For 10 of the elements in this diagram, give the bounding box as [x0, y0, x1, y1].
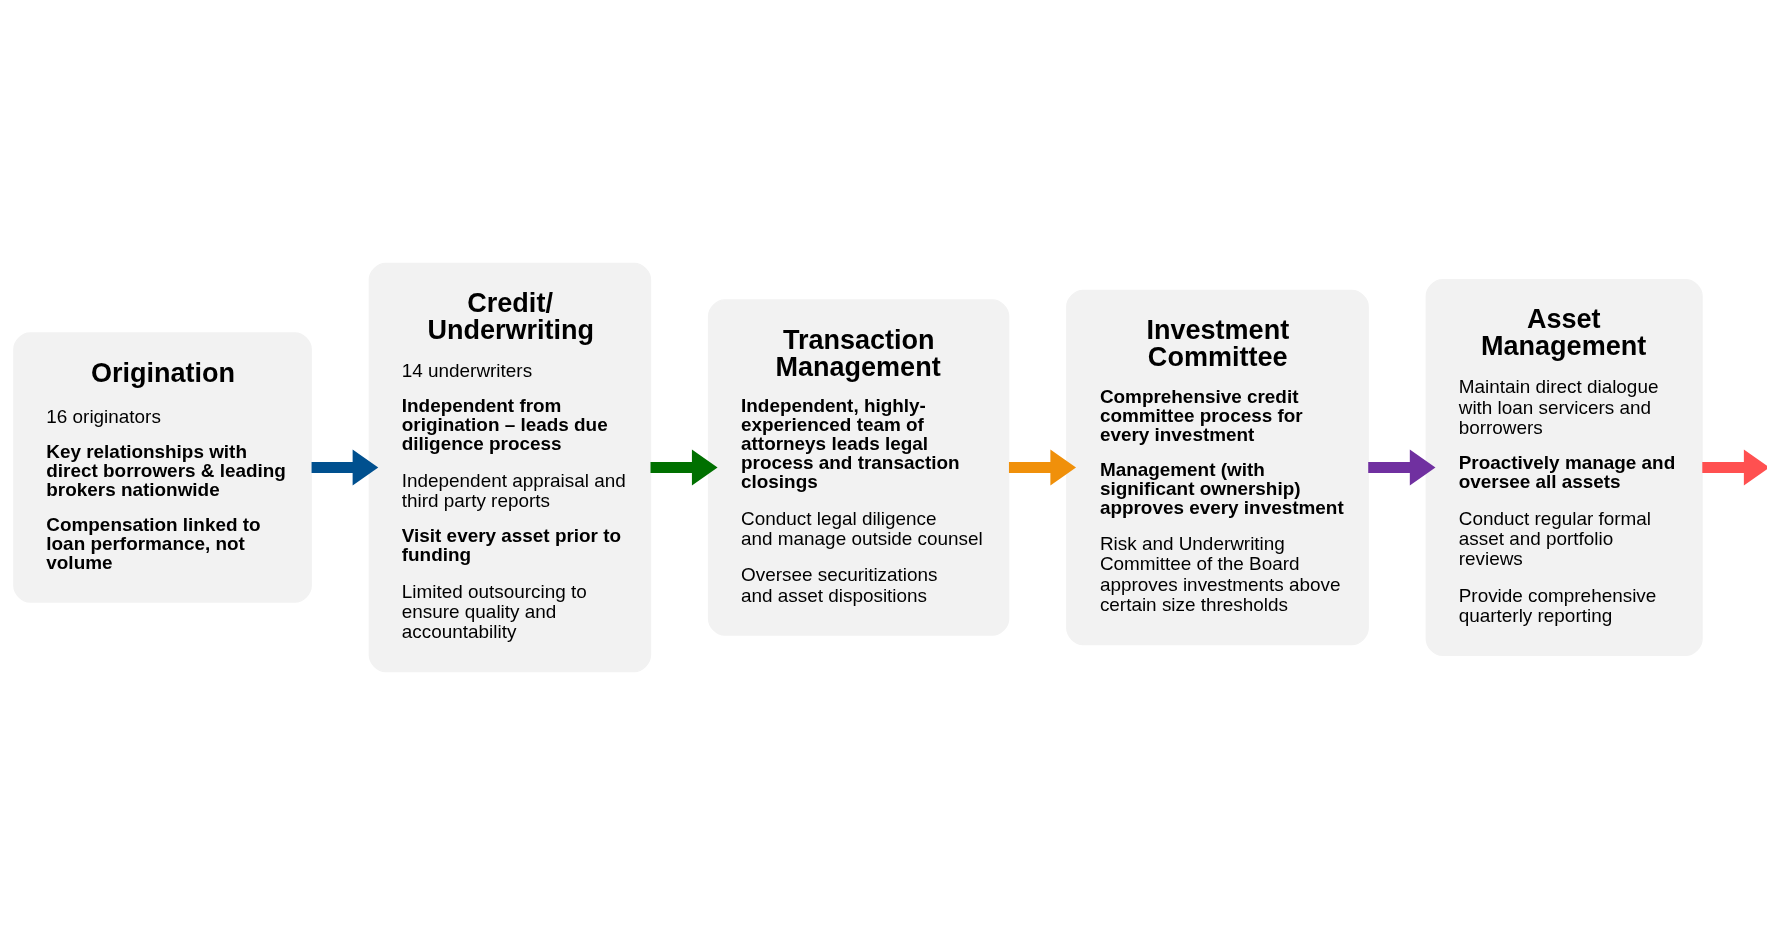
arrow [1368, 449, 1436, 486]
node-box: Origination 16 originators Key relationships with direct borrowers & leading brokers nationwide Compensation linked to loan performance, not volume [13, 332, 312, 603]
arrow [1008, 449, 1077, 486]
arrow [1702, 449, 1767, 486]
node-box: Transaction Management Independent, highly-experienced team of attorneys leads legal process and transaction closings Conduct legal diligence and manage outside counsel Oversee securitizations and asset dispositions [707, 299, 1010, 636]
node-box: Credit/ Underwriting 14 underwriters Independent from origination – leads due diligence process Independent appraisal and third party reports Visit every asset prior to funding Limited outsourcing to ensure quality and accountability [368, 262, 652, 673]
arrow [650, 449, 718, 486]
node-box: Investment Committee Comprehensive credit committee process for every investment Management (with significant ownership) approves every investment Risk and Underwriting Committee of the Board approves investments above certain size thresholds [1066, 289, 1369, 646]
arrow [311, 449, 379, 486]
node-box: Asset Management Maintain direct dialogue with loan servicers and borrowers Proactively manage and oversee all assets Conduct regular formal asset and portfolio reviews Provide comprehensive quarterly reporting [1425, 278, 1703, 657]
